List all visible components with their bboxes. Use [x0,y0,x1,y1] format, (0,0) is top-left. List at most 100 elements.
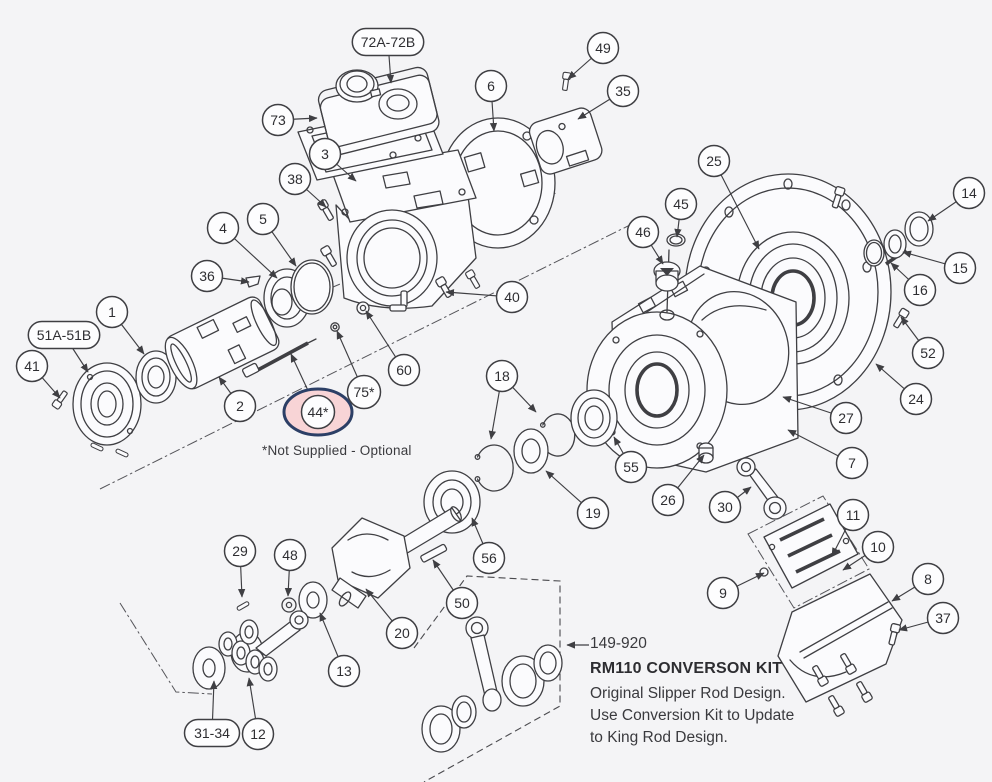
conversion-kit-label: 149-920 RM110 CONVERSON KIT Original Sli… [590,635,794,749]
connecting-rod-art [736,457,787,520]
callout-38[interactable]: 38 [278,162,327,208]
svg-text:60: 60 [396,362,412,378]
callout-49[interactable]: 49 [567,31,620,80]
valve-cover-art [317,66,440,156]
svg-text:12: 12 [250,726,266,742]
bearing-flange-art [72,362,142,459]
callout-1[interactable]: 1 [95,295,145,355]
kit-title: RM110 CONVERSON KIT [590,660,783,677]
callout-14[interactable]: 14 [927,176,986,222]
callout-8[interactable]: 8 [891,562,945,602]
callout-45[interactable]: 45 [664,187,698,238]
svg-text:19: 19 [585,505,601,521]
callout-40[interactable]: 40 [445,280,529,314]
callout-55[interactable]: 55 [613,436,648,484]
callout-12[interactable]: 12 [241,677,275,751]
callout-29[interactable]: 29 [223,534,257,598]
svg-text:14: 14 [961,185,977,201]
svg-text:30: 30 [717,499,733,515]
callout-13[interactable]: 13 [319,612,361,688]
svg-text:37: 37 [935,610,951,626]
svg-text:52: 52 [920,345,936,361]
kit-part-number: 149-920 [590,635,647,652]
callout-27[interactable]: 27 [782,396,863,435]
body-bolts-art [316,198,483,312]
svg-text:56: 56 [481,550,497,566]
callout-5[interactable]: 5 [246,202,297,267]
callout-72a-72b[interactable]: 72A-72B [351,27,425,84]
callout-41[interactable]: 41 [15,349,61,399]
callout-20[interactable]: 20 [365,588,419,650]
svg-text:1: 1 [108,304,116,320]
svg-text:2: 2 [236,398,244,414]
svg-text:15: 15 [952,260,968,276]
svg-text:50: 50 [454,595,470,611]
pump-body-art [331,149,477,309]
crankshaft-art [235,506,462,619]
callout-73[interactable]: 73 [261,103,318,137]
svg-text:55: 55 [623,459,639,475]
callout-25[interactable]: 25 [697,144,760,250]
sleeve-art [164,296,280,390]
callout-30[interactable]: 30 [708,486,752,524]
svg-text:3: 3 [321,146,329,162]
callout-75star[interactable]: 75* [336,330,382,410]
callout-51a-51b[interactable]: 51A-51B [27,320,101,373]
svg-text:7: 7 [848,455,856,471]
callout-18[interactable]: 18 [485,359,537,440]
kit-description-line: Use Conversion Kit to Update [590,707,795,724]
svg-text:36: 36 [199,268,215,284]
svg-text:6: 6 [487,78,495,94]
svg-text:11: 11 [846,507,861,523]
svg-text:31-34: 31-34 [194,725,230,741]
callout-44star[interactable]: 44* [282,353,354,437]
svg-text:13: 13 [336,663,352,679]
svg-text:51A-51B: 51A-51B [37,327,91,343]
callout-4[interactable]: 4 [206,211,278,279]
crankcase-art [586,265,799,473]
svg-text:27: 27 [838,410,854,426]
svg-text:5: 5 [259,211,267,227]
callout-24[interactable]: 24 [875,363,933,416]
callout-50[interactable]: 50 [432,559,479,620]
callout-19[interactable]: 19 [545,470,610,530]
callout-15[interactable]: 15 [902,250,977,285]
callout-46[interactable]: 46 [626,215,664,265]
svg-text:40: 40 [504,289,520,305]
svg-text:49: 49 [595,40,611,56]
svg-text:20: 20 [394,625,410,641]
callout-7[interactable]: 7 [787,429,869,480]
callout-31-34[interactable]: 31-34 [183,680,241,748]
svg-text:72A-72B: 72A-72B [361,34,415,50]
callout-9[interactable]: 9 [706,572,765,610]
svg-text:18: 18 [494,368,510,384]
callout-2[interactable]: 2 [218,376,257,423]
svg-text:75*: 75* [353,384,375,400]
svg-text:16: 16 [912,282,928,298]
callout-35[interactable]: 35 [577,74,640,120]
callout-6[interactable]: 6 [474,69,508,132]
callout-3[interactable]: 3 [308,137,357,182]
callout-10[interactable]: 10 [842,530,895,571]
svg-text:9: 9 [719,585,727,601]
callout-37[interactable]: 37 [898,601,960,635]
callout-60[interactable]: 60 [365,310,421,387]
bolt-art [50,388,70,411]
callout-11[interactable]: 11 [831,498,870,557]
svg-text:41: 41 [24,358,40,374]
callout-56[interactable]: 56 [471,517,506,575]
kit-description-line: Original Slipper Rod Design. [590,685,786,702]
callout-52[interactable]: 52 [900,316,945,370]
kit-description-line: to King Rod Design. [590,729,728,746]
svg-text:8: 8 [924,571,932,587]
clamp-art [528,107,603,175]
callout-16[interactable]: 16 [890,262,937,307]
svg-text:4: 4 [219,220,227,236]
svg-text:10: 10 [870,539,886,555]
plug-26-art [698,442,714,464]
callout-48[interactable]: 48 [273,538,307,597]
svg-text:35: 35 [615,83,631,99]
callout-36[interactable]: 36 [190,259,250,293]
callout-26[interactable]: 26 [651,454,705,517]
